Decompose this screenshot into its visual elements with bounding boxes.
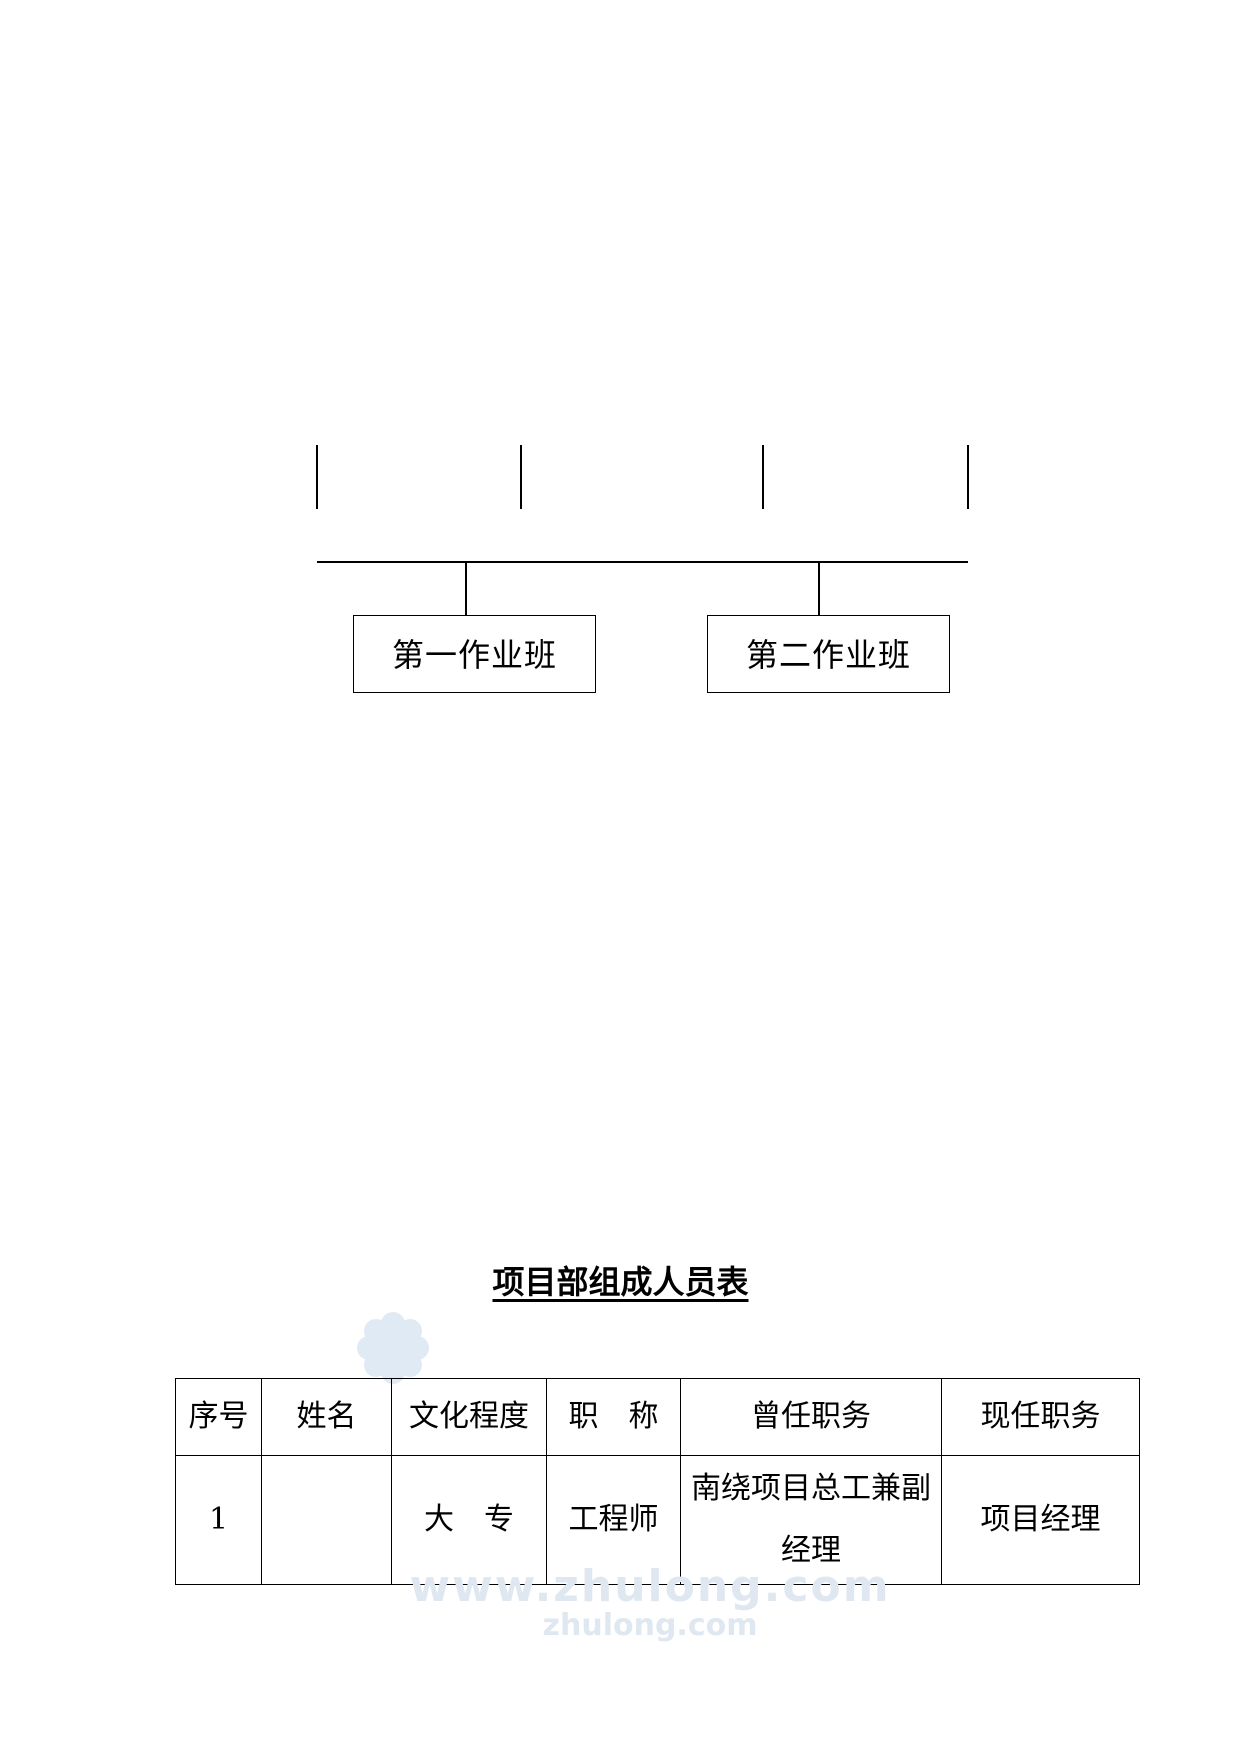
team-label-2: 第二作业班 <box>745 636 911 674</box>
cell-index: 1 <box>175 1455 262 1585</box>
header-name: 姓名 <box>261 1378 392 1456</box>
header-former-position: 曾任职务 <box>680 1378 942 1456</box>
watermark-logo-icon <box>357 1312 429 1384</box>
team-label-1: 第一作业班 <box>391 636 557 674</box>
team-box-1: 第一作业班 <box>353 615 596 693</box>
watermark-brand: zhulong.com <box>542 1608 758 1643</box>
cell-current-position: 项目经理 <box>941 1455 1140 1585</box>
table-header-row: 序号 姓名 文化程度 职 称 曾任职务 现任职务 <box>175 1378 1140 1456</box>
header-index: 序号 <box>175 1378 262 1456</box>
staff-table: 序号 姓名 文化程度 职 称 曾任职务 现任职务 1 大 专 工程师 南绕项目总… <box>175 1378 1140 1585</box>
cell-name <box>261 1455 392 1585</box>
team-box-2: 第二作业班 <box>707 615 950 693</box>
org-drop-line-4 <box>967 445 969 509</box>
header-current-position: 现任职务 <box>941 1378 1140 1456</box>
org-drop-line-1 <box>316 445 318 509</box>
header-education: 文化程度 <box>391 1378 547 1456</box>
org-drop-line-3 <box>762 445 764 509</box>
table-row: 1 大 专 工程师 南绕项目总工兼副经理 项目经理 <box>175 1455 1140 1585</box>
document-title: 项目部组成人员表 <box>492 1263 749 1301</box>
cell-title: 工程师 <box>546 1455 681 1585</box>
header-title: 职 称 <box>546 1378 681 1456</box>
cell-education: 大 专 <box>391 1455 547 1585</box>
org-connector-team-1 <box>465 562 467 616</box>
cell-former-position: 南绕项目总工兼副经理 <box>680 1455 942 1585</box>
org-drop-line-2 <box>520 445 522 509</box>
org-connector-team-2 <box>818 562 820 616</box>
org-horizontal-bus <box>317 561 968 563</box>
